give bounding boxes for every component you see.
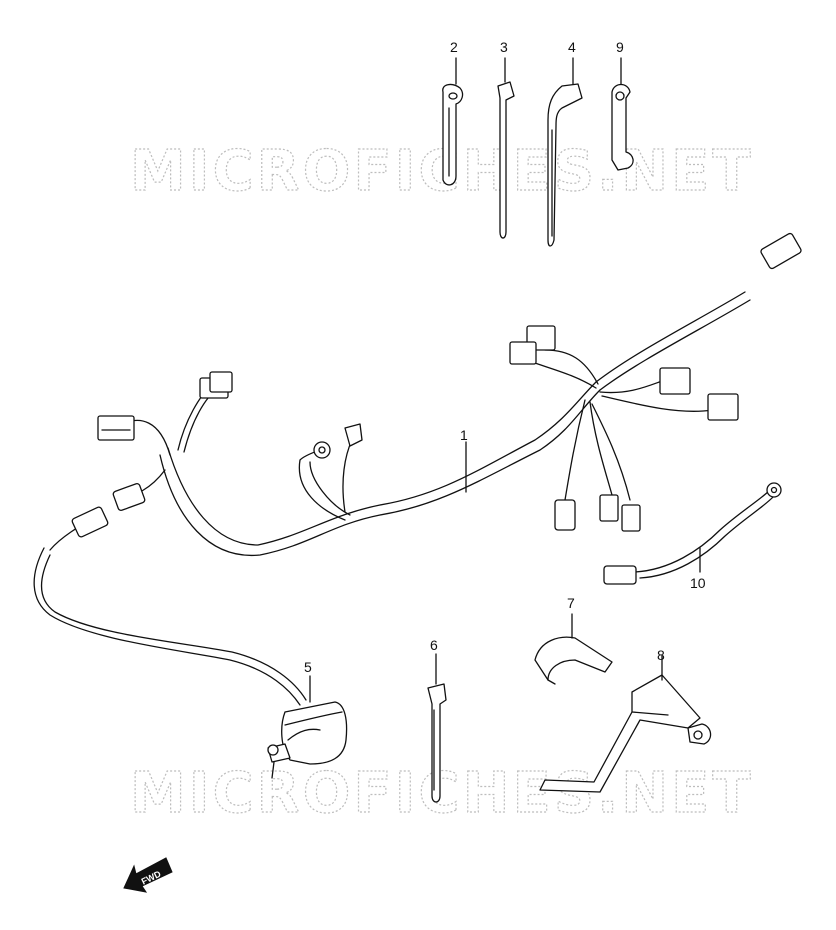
callout-3: 3 [500,39,508,55]
callout-6: 6 [430,637,438,653]
callout-7: 7 [567,595,575,611]
part-1-wiring-harness [33,232,802,706]
part-8-bracket [539,674,712,793]
part-5-switch [267,701,348,779]
callout-9: 9 [616,39,624,55]
watermark-bottom: MICROFICHES.NET [130,761,754,826]
callout-4: 4 [568,39,576,55]
part-9-clip [611,83,634,171]
callout-5: 5 [304,659,312,675]
callout-1: 1 [460,427,468,443]
callout-10: 10 [690,575,706,591]
callout-2: 2 [450,39,458,55]
part-2-clamp [442,83,464,186]
part-10-ground-lead [603,482,782,585]
part-6-cable-tie [427,683,447,803]
watermark-top: MICROFICHES.NET [130,139,754,204]
part-7-cover [534,636,613,685]
fwd-arrow-icon: FWD [123,857,173,893]
callout-8: 8 [657,647,665,663]
part-4-cable-tie [547,83,583,247]
part-3-cable-tie [497,81,515,239]
